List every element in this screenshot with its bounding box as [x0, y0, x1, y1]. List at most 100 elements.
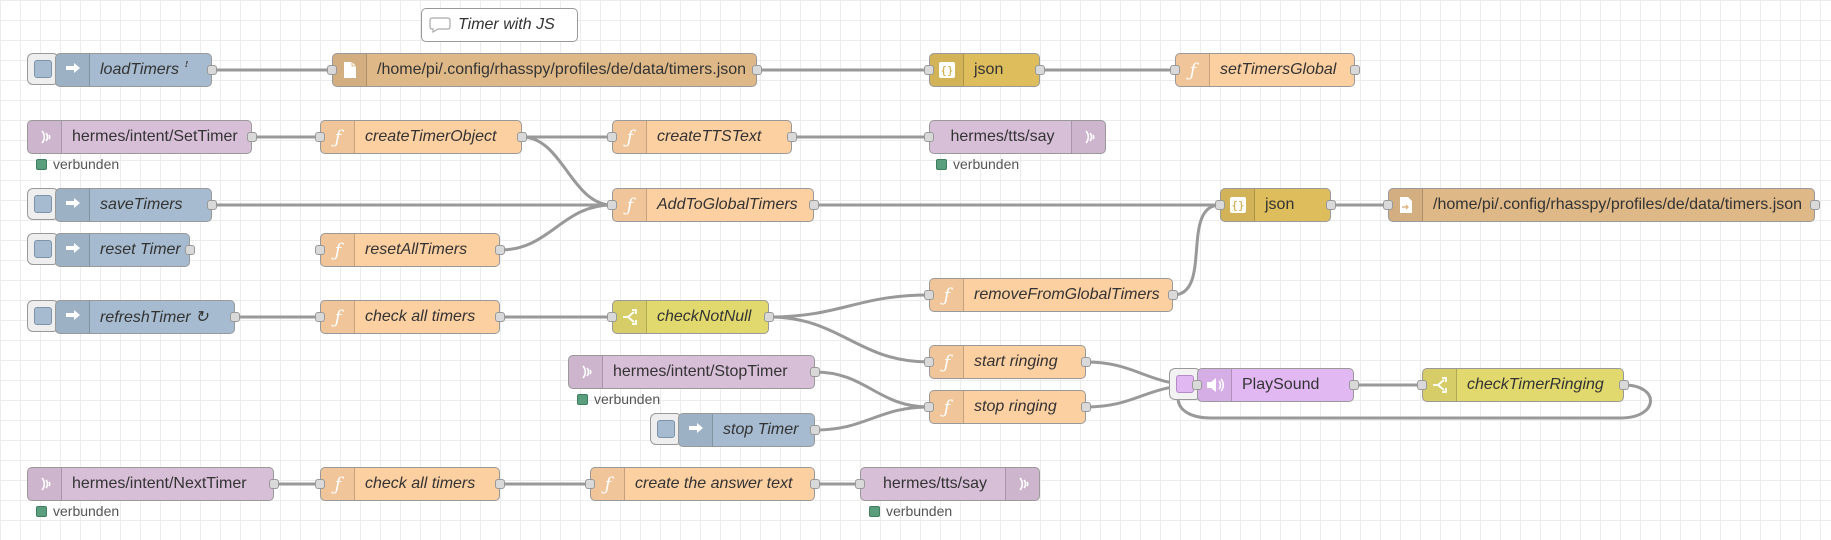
input-port[interactable] [855, 479, 865, 489]
input-port[interactable] [585, 479, 595, 489]
output-port[interactable] [787, 132, 797, 142]
file-in-node[interactable]: /home/pi/.config/rhasspy/profiles/de/dat… [327, 53, 762, 87]
input-port[interactable] [315, 479, 325, 489]
wire[interactable] [499, 203, 613, 252]
output-port[interactable] [247, 132, 257, 142]
output-port[interactable] [1168, 290, 1178, 300]
input-port[interactable] [924, 65, 934, 75]
mqtt-in-node-stop-timer[interactable]: hermes/intent/StopTimer [568, 355, 820, 389]
input-port[interactable] [607, 200, 617, 210]
function-node-stop-ringing[interactable]: ƒ stop ringing [924, 390, 1091, 424]
output-port[interactable] [809, 200, 819, 210]
function-icon: ƒ [321, 121, 355, 153]
output-port[interactable] [1349, 380, 1359, 390]
arrow-in-icon [679, 414, 713, 446]
output-port[interactable] [269, 479, 279, 489]
function-node-start-ringing[interactable]: ƒ start ringing [924, 345, 1091, 379]
input-port[interactable] [315, 245, 325, 255]
node-label: stop Timer [723, 421, 799, 438]
output-port[interactable] [810, 479, 820, 489]
input-port[interactable] [315, 132, 325, 142]
function-node-check-all-timers-2[interactable]: ƒ check all timers [315, 467, 505, 501]
function-node-add-to-global-timers[interactable]: ƒ AddToGlobalTimers [607, 188, 819, 222]
input-port[interactable] [924, 290, 934, 300]
input-port[interactable] [1417, 380, 1427, 390]
wire[interactable] [814, 405, 930, 432]
output-port[interactable] [810, 367, 820, 377]
input-port[interactable] [924, 357, 934, 367]
output-port[interactable] [185, 245, 195, 255]
output-port[interactable] [1081, 357, 1091, 367]
output-port[interactable] [1619, 380, 1629, 390]
output-port[interactable] [207, 65, 217, 75]
mqtt-in-node-next-timer[interactable]: hermes/intent/NextTimer [27, 467, 279, 501]
inject-node-reset-timer[interactable]: reset Timer [55, 233, 195, 267]
node-label: saveTimers [100, 196, 183, 213]
wire[interactable] [768, 315, 930, 364]
output-port[interactable] [752, 65, 762, 75]
comment-node[interactable]: Timer with JS [421, 8, 578, 42]
output-port[interactable] [1081, 402, 1091, 412]
function-icon: ƒ [930, 279, 964, 311]
input-port[interactable] [1215, 200, 1225, 210]
function-node-set-timers-global[interactable]: ƒ setTimersGlobal [1170, 53, 1360, 87]
input-port[interactable] [327, 65, 337, 75]
function-icon: ƒ [321, 234, 355, 266]
input-port[interactable] [315, 312, 325, 322]
node-label: removeFromGlobalTimers [974, 286, 1160, 303]
function-node-create-tts-text[interactable]: ƒ createTTSText [607, 120, 797, 154]
output-port[interactable] [810, 425, 820, 435]
inject-button-refresh-timer[interactable] [27, 300, 59, 332]
output-port[interactable] [1810, 200, 1820, 210]
function-icon: ƒ [321, 468, 355, 500]
function-node-check-all-timers-1[interactable]: ƒ check all timers [315, 300, 505, 334]
input-port[interactable] [924, 132, 934, 142]
input-port[interactable] [607, 132, 617, 142]
play-sound-toggle[interactable] [1169, 368, 1201, 400]
input-port[interactable] [1170, 65, 1180, 75]
input-port[interactable] [924, 402, 934, 412]
wire[interactable] [768, 293, 930, 319]
output-port[interactable] [207, 200, 217, 210]
inject-node-save-timers[interactable]: saveTimers [55, 188, 217, 222]
function-node-create-answer-text[interactable]: ƒ create the answer text [585, 467, 820, 501]
function-node-reset-all-timers[interactable]: ƒ resetAllTimers [315, 233, 505, 267]
output-port[interactable] [495, 479, 505, 489]
inject-button-stop-timer[interactable] [650, 413, 682, 445]
node-label: json [974, 61, 1004, 78]
inject-button-load-timers[interactable] [27, 53, 59, 85]
switch-node-check-timer-ringing[interactable]: checkTimerRinging [1417, 368, 1629, 402]
inject-node-refresh-timer[interactable]: refreshTimer ↻ [55, 300, 240, 334]
inject-node-stop-timer[interactable]: stop Timer [678, 413, 820, 447]
output-port[interactable] [764, 312, 774, 322]
inject-button-save-timers[interactable] [27, 188, 59, 220]
inject-button-reset-timer[interactable] [27, 233, 59, 265]
function-node-remove-from-global-timers[interactable]: ƒ removeFromGlobalTimers [924, 278, 1178, 312]
output-port[interactable] [1326, 200, 1336, 210]
output-port[interactable] [230, 312, 240, 322]
input-port[interactable] [1192, 380, 1202, 390]
json-node-2[interactable]: {} json [1215, 188, 1336, 222]
file-out-node[interactable]: /home/pi/.config/rhasspy/profiles/de/dat… [1383, 188, 1820, 222]
wire[interactable] [1172, 203, 1221, 297]
play-sound-node[interactable]: PlaySound [1192, 368, 1359, 402]
wire[interactable] [521, 135, 613, 207]
output-port[interactable] [495, 245, 505, 255]
output-port[interactable] [495, 312, 505, 322]
inject-node-load-timers[interactable]: loadTimers ꜝ [55, 53, 217, 87]
node-label: hermes/intent/SetTimer [72, 128, 238, 145]
output-port[interactable] [1350, 65, 1360, 75]
input-port[interactable] [1383, 200, 1393, 210]
wire[interactable] [814, 370, 930, 409]
node-label: /home/pi/.config/rhasspy/profiles/de/dat… [1433, 196, 1803, 213]
input-port[interactable] [607, 312, 617, 322]
mqtt-out-node-tts-say-2[interactable]: hermes/tts/say [855, 467, 1040, 501]
json-node-1[interactable]: {} json [924, 53, 1045, 87]
node-label: AddToGlobalTimers [657, 196, 798, 213]
output-port[interactable] [517, 132, 527, 142]
output-port[interactable] [1035, 65, 1045, 75]
mqtt-out-node-tts-say-1[interactable]: hermes/tts/say [924, 120, 1106, 154]
function-node-create-timer-object[interactable]: ƒ createTimerObject [315, 120, 527, 154]
switch-node-check-not-null[interactable]: checkNotNull [607, 300, 774, 334]
mqtt-in-node-set-timer[interactable]: hermes/intent/SetTimer [27, 120, 257, 154]
